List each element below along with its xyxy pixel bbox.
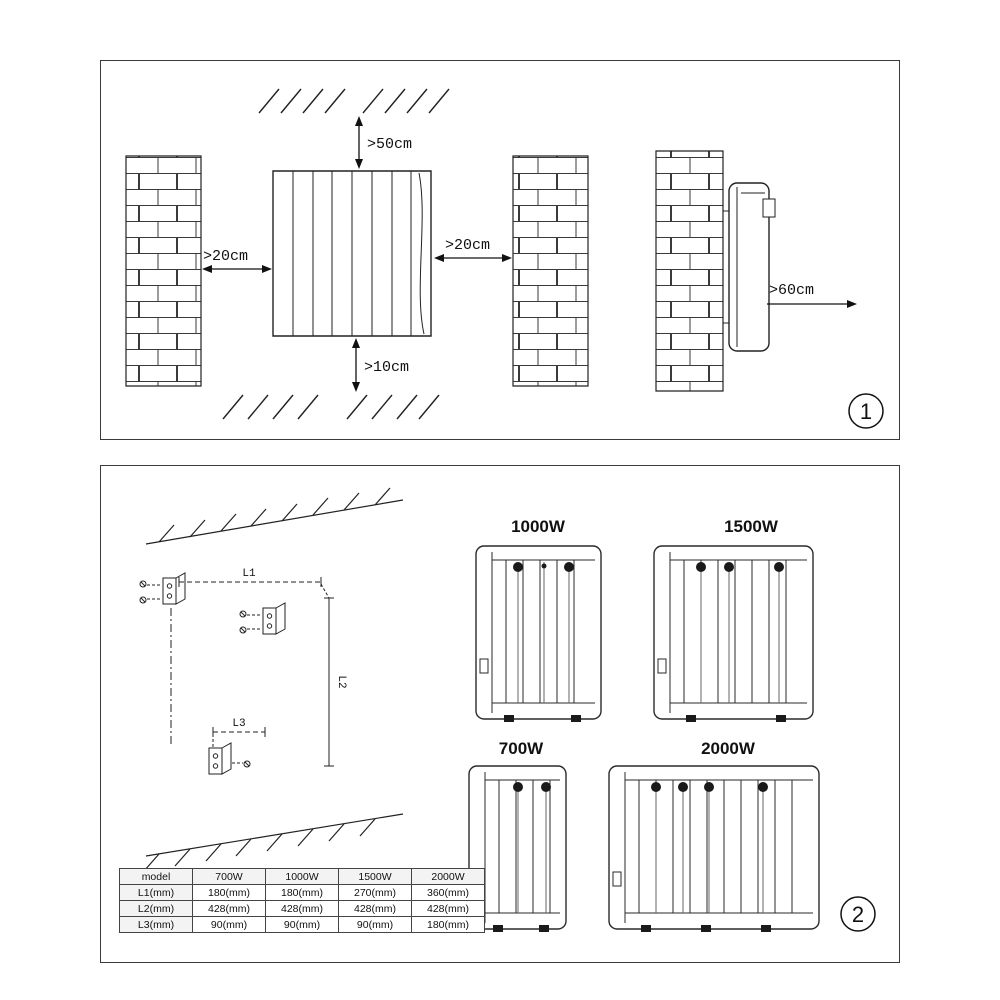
hanger-bolt-icon	[513, 562, 523, 572]
table-header-cell: 1500W	[338, 868, 412, 885]
step-number: 2	[852, 902, 864, 927]
table-header-cell: 1000W	[265, 868, 339, 885]
table-cell: 428(mm)	[192, 900, 266, 917]
hanger-bolt-icon	[704, 782, 714, 792]
iso-floor-hatch	[144, 814, 403, 871]
iso-dimension-lines	[171, 577, 334, 766]
clearance-top-label: >50cm	[367, 136, 412, 153]
power-switch	[480, 659, 488, 673]
table-cell: L2(mm)	[119, 900, 193, 917]
step-number: 1	[860, 399, 872, 424]
table-cell: 90(mm)	[338, 916, 412, 933]
hanger-bolt-icon	[724, 562, 734, 572]
table-cell: 90(mm)	[192, 916, 266, 933]
front-clearance-dimension: >60cm	[767, 282, 857, 308]
screw-icon	[140, 581, 146, 587]
hanger-bolt-icon	[758, 782, 768, 792]
foot-bracket	[641, 925, 651, 932]
clearance-diagram-panel: >50cm	[100, 60, 900, 440]
right-clearance-dimension: >20cm	[434, 237, 512, 262]
wall-bracket-bottom	[209, 743, 250, 774]
wall-bracket-upper-right	[240, 603, 285, 634]
table-cell: 180(mm)	[411, 916, 485, 933]
screw-icon	[244, 761, 250, 767]
heater-rear-view-700w	[469, 766, 566, 932]
wall-bracket-upper-left	[140, 573, 185, 604]
table-cell: 180(mm)	[192, 884, 266, 901]
table-cell: 360(mm)	[411, 884, 485, 901]
table-cell: 180(mm)	[265, 884, 339, 901]
table-cell: 90(mm)	[265, 916, 339, 933]
table-cell: L1(mm)	[119, 884, 193, 901]
dim-l1-label: L1	[242, 568, 256, 580]
heater-1000w-label: 1000W	[511, 517, 566, 536]
heater-2000w-label: 2000W	[701, 739, 756, 758]
table-cell: L3(mm)	[119, 916, 193, 933]
foot-bracket	[701, 925, 711, 932]
mounting-diagram-panel: L1 L2 L3 1000W	[100, 465, 900, 963]
radiator-side-view	[723, 183, 775, 351]
table-cell: 270(mm)	[338, 884, 412, 901]
clearance-left-label: >20cm	[203, 248, 248, 265]
floor-hatch	[223, 395, 439, 419]
table-header-cell: 700W	[192, 868, 266, 885]
foot-bracket	[571, 715, 581, 722]
dim-l2-label: L2	[335, 675, 347, 688]
heater-rear-view-1500w	[654, 546, 813, 722]
clearance-bottom-label: >10cm	[364, 359, 409, 376]
screw-icon	[240, 627, 246, 633]
foot-bracket	[686, 715, 696, 722]
heater-1500w-label: 1500W	[724, 517, 779, 536]
dim-l3-label: L3	[232, 718, 245, 730]
heater-rear-view-2000w	[609, 766, 819, 932]
clearance-right-label: >20cm	[445, 237, 490, 254]
table-header-cell: 2000W	[411, 868, 485, 885]
power-switch	[613, 872, 621, 886]
left-clearance-dimension: >20cm	[202, 248, 272, 273]
table-header-row: model 700W 1000W 1500W 2000W	[119, 868, 485, 885]
table-cell: 428(mm)	[265, 900, 339, 917]
foot-bracket	[761, 925, 771, 932]
hanger-bolt-icon	[513, 782, 523, 792]
hanger-bolt-icon	[696, 562, 706, 572]
hanger-bolt-icon	[651, 782, 661, 792]
spec-table: model 700W 1000W 1500W 2000W L1(mm) 180(…	[119, 868, 485, 933]
side-view-wall	[656, 151, 723, 391]
brick-wall-right	[513, 156, 588, 386]
hanger-bolt-icon	[678, 782, 688, 792]
brick-wall-left	[126, 156, 201, 386]
step-badge-1: 1	[849, 394, 883, 428]
top-clearance-dimension: >50cm	[355, 116, 412, 169]
hanger-bolt-icon	[564, 562, 574, 572]
table-header-cell: model	[119, 868, 193, 885]
table-cell: 428(mm)	[411, 900, 485, 917]
side-control-box	[763, 199, 775, 217]
foot-bracket	[776, 715, 786, 722]
ceiling-hatch	[259, 89, 449, 113]
radiator-front-view	[273, 171, 431, 336]
table-cell: 428(mm)	[338, 900, 412, 917]
table-row: L3(mm) 90(mm) 90(mm) 90(mm) 180(mm)	[119, 916, 485, 933]
heater-rear-view-1000w	[476, 546, 601, 722]
clearance-front-label: >60cm	[769, 282, 814, 299]
foot-bracket	[504, 715, 514, 722]
heater-700w-label: 700W	[499, 739, 544, 758]
foot-bracket	[493, 925, 503, 932]
power-switch	[658, 659, 666, 673]
installation-clearance-diagram: >50cm	[101, 61, 898, 438]
iso-ceiling-hatch	[146, 488, 403, 544]
bracket-installation-diagram: L1 L2 L3 1000W	[101, 466, 898, 932]
bottom-clearance-dimension: >10cm	[352, 338, 409, 392]
foot-bracket	[539, 925, 549, 932]
step-badge-2: 2	[841, 897, 875, 931]
table-row: L2(mm) 428(mm) 428(mm) 428(mm) 428(mm)	[119, 900, 485, 917]
screw-icon	[140, 597, 146, 603]
screw-icon	[240, 611, 246, 617]
hanger-bolt-icon	[541, 782, 551, 792]
hanger-bolt-icon	[774, 562, 784, 572]
table-row: L1(mm) 180(mm) 180(mm) 270(mm) 360(mm)	[119, 884, 485, 901]
